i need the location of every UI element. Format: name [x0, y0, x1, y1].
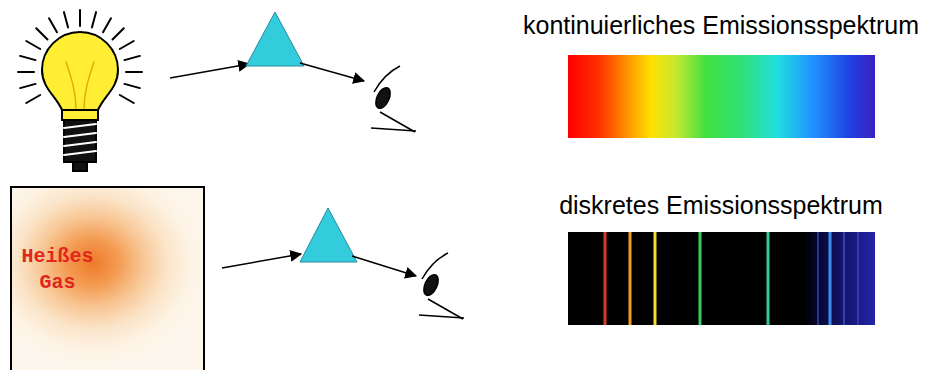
line-spectrum	[568, 232, 875, 325]
eye	[419, 253, 464, 319]
prism	[246, 12, 304, 66]
emission-line	[628, 232, 631, 325]
emission-line	[828, 232, 831, 325]
gas-label: Heißes Gas	[18, 244, 97, 296]
spectrum-ground	[568, 232, 875, 325]
light-ray	[300, 63, 364, 81]
eye	[371, 66, 416, 132]
spectrum-title: diskretes Emissionsspektrum	[553, 190, 889, 220]
blue-band	[804, 232, 875, 325]
light-ray	[222, 254, 301, 268]
emission-line	[603, 232, 606, 325]
light-ray	[352, 256, 416, 276]
spectrum-title: kontinuierliches Emissionsspektrum	[517, 10, 925, 40]
spectrum-panel: diskretes Emissionsspektrum	[553, 190, 889, 325]
spectrum-band	[568, 55, 875, 138]
prism	[300, 208, 357, 262]
emission-line	[857, 232, 859, 325]
emission-line	[843, 232, 845, 325]
light-bulb	[18, 10, 142, 171]
emission-line	[817, 232, 819, 325]
spectrum-panel: kontinuierliches Emissionsspektrum	[517, 10, 925, 138]
emission-line	[766, 232, 769, 325]
emission-line	[653, 232, 656, 325]
light-ray	[170, 64, 249, 78]
gas-box: Heißes Gas	[10, 186, 205, 370]
emission-line	[698, 232, 701, 325]
continuous-spectrum	[568, 55, 875, 138]
